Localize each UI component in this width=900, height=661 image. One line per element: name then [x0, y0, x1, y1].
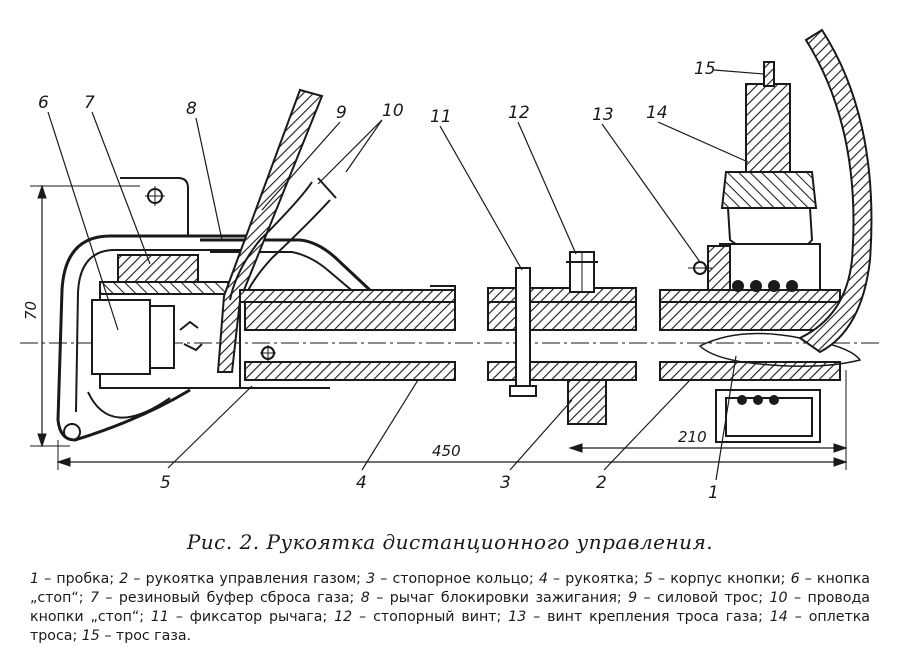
- callout-14: 14: [646, 103, 668, 123]
- callout-9: 9: [336, 103, 347, 123]
- guard-loop: [56, 234, 250, 442]
- legend-text: – резиновый буфер сброса газа;: [98, 590, 361, 606]
- callout-7: 7: [84, 93, 95, 113]
- stop-wires: [229, 181, 313, 301]
- legend-item: 3 – стопорное кольцо;: [366, 571, 539, 587]
- dimension-70: 70: [22, 301, 40, 320]
- guard-hole: [63, 423, 81, 441]
- legend-number: 5: [643, 571, 653, 587]
- handle-tube-outer: [239, 289, 456, 303]
- legend-number: 9: [628, 590, 638, 606]
- rubber-buffer: [117, 254, 199, 284]
- legend-item: 11 – фиксатор рычага;: [151, 609, 334, 625]
- callout-13: 13: [592, 105, 614, 125]
- legend-text: – трос газа.: [99, 628, 192, 644]
- legend-text: – фиксатор рычага;: [168, 609, 335, 625]
- lock-lever: [200, 238, 374, 294]
- legend-item: 8 – рычаг блокировки зажигания;: [361, 590, 628, 606]
- legend-item: 1 – пробка;: [30, 571, 119, 587]
- legend-text: – рукоятка управления газом;: [128, 571, 367, 587]
- legend-number: 6: [790, 571, 800, 587]
- legend-number: 15: [81, 628, 100, 644]
- throttle-grip-box: [715, 389, 821, 443]
- legend-number: 7: [89, 590, 99, 606]
- callout-4: 4: [356, 473, 367, 493]
- legend-text: – оплетка троса;: [30, 609, 870, 644]
- legend-item: 14 – оплетка троса;: [30, 609, 870, 644]
- power-cable: [216, 88, 324, 373]
- legend-number: 12: [334, 609, 353, 625]
- technical-drawing: 6 7 8 9 10 11 12 13 14 15 5 4 3 2 1 70 4…: [20, 28, 880, 503]
- callout-15: 15: [694, 59, 716, 79]
- legend-number: 14: [769, 609, 788, 625]
- legend-item: 15 – трос газа.: [82, 628, 191, 644]
- legend-number: 8: [360, 590, 370, 606]
- legend-text: – силовой трос;: [637, 590, 770, 606]
- legend-item: 5 – корпус кнопки;: [644, 571, 791, 587]
- legend-item: 2 – рукоятка управления газом;: [119, 571, 366, 587]
- callout-3: 3: [500, 473, 511, 493]
- legend-number: 4: [538, 571, 548, 587]
- legend-number: 13: [508, 609, 527, 625]
- legend-text: – пробка;: [39, 571, 120, 587]
- plug: [698, 332, 862, 367]
- throttle-cable: [763, 61, 775, 87]
- right-tube-top: [659, 289, 841, 303]
- legend-text: – стопорное кольцо;: [375, 571, 539, 587]
- legend-item: 13 – винт крепления троса газа;: [508, 609, 770, 625]
- legend-number: 10: [769, 590, 788, 606]
- legend-number: 2: [119, 571, 129, 587]
- callout-8: 8: [186, 99, 197, 119]
- legend-text: – рукоятка;: [547, 571, 644, 587]
- callout-1: 1: [708, 483, 719, 503]
- callout-6: 6: [38, 93, 49, 113]
- callout-12: 12: [508, 103, 530, 123]
- legend-text: – винт крепления троса газа;: [526, 609, 770, 625]
- legend-item: 12 – стопорный винт;: [334, 609, 508, 625]
- callout-2: 2: [596, 473, 607, 493]
- legend-item: 9 – силовой трос;: [628, 590, 769, 606]
- legend-number: 3: [366, 571, 376, 587]
- sheath-nut: [720, 171, 818, 209]
- legend-text: – кнопка „стоп“;: [30, 571, 870, 606]
- legend-text: – провода кнопки „стоп“;: [30, 590, 870, 625]
- legend-item: 7 – резиновый буфер сброса газа;: [90, 590, 361, 606]
- dimension-450: 450: [432, 442, 461, 460]
- legend-number: 1: [30, 571, 40, 587]
- callout-10: 10: [382, 101, 404, 121]
- legend-item: 6 – кнопка „стоп“;: [30, 571, 870, 606]
- stop-button: [91, 299, 151, 375]
- figure-caption: Рис. 2. Рукоятка дистанционного управлен…: [186, 530, 714, 554]
- legend-item: 4 – рукоятка;: [539, 571, 644, 587]
- lever-fixer: [515, 267, 531, 387]
- dimension-210: 210: [678, 428, 707, 446]
- legend-number: 11: [150, 609, 169, 625]
- legend-text: – корпус кнопки;: [652, 571, 791, 587]
- middle-tube-top: [487, 287, 637, 303]
- legend-text: – стопорный винт;: [352, 609, 509, 625]
- cable-sheath: [745, 83, 791, 181]
- callout-5: 5: [160, 473, 171, 493]
- bent-power-cable: [798, 28, 873, 354]
- legend-text: – рычаг блокировки зажигания;: [369, 590, 629, 606]
- mounting-bracket: [120, 177, 189, 236]
- legend-item: 10 – провода кнопки „стоп“;: [30, 590, 870, 625]
- figure-legend: 1 – пробка; 2 – рукоятка управления газо…: [30, 570, 870, 646]
- callout-11: 11: [430, 107, 452, 127]
- lock-ring: [567, 379, 607, 425]
